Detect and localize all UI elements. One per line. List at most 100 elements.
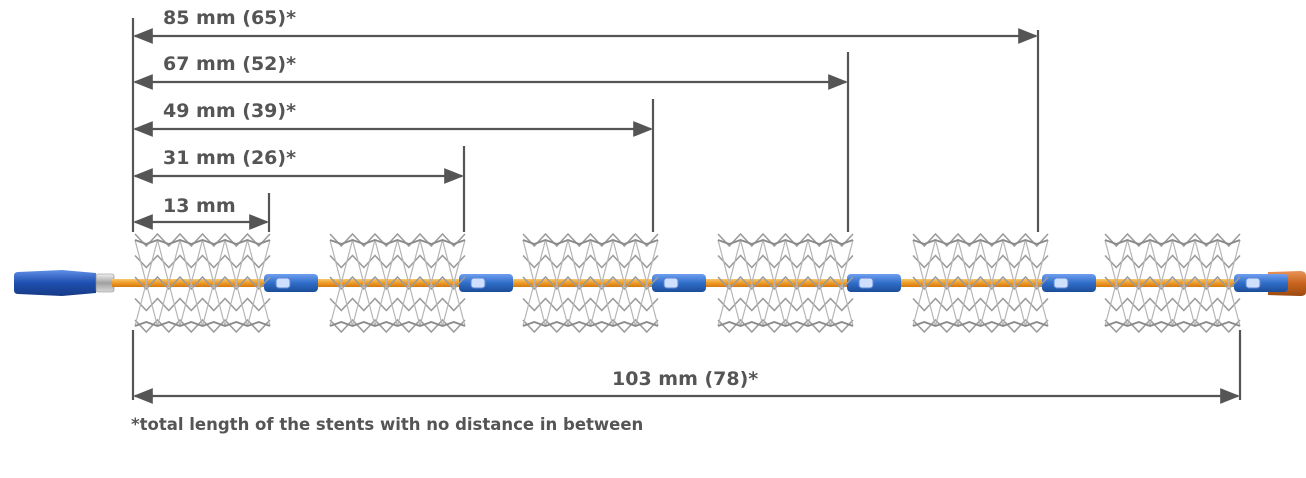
stent-strut-row bbox=[1104, 297, 1241, 312]
stent-strut-row bbox=[1104, 232, 1241, 248]
stent-strut-diagonal bbox=[374, 239, 399, 327]
stent-strut-diagonal bbox=[419, 239, 444, 327]
marker-band-highlight bbox=[470, 277, 486, 289]
stent-strut-row bbox=[329, 297, 466, 312]
stent-crown-top bbox=[134, 239, 271, 245]
stent-strut-diagonal bbox=[829, 239, 854, 327]
dimension-total-103mm: 103 mm (78)* bbox=[133, 330, 1242, 404]
dimension-label: 49 mm (39)* bbox=[163, 100, 296, 122]
total-dimension-label: 103 mm (78)* bbox=[612, 368, 758, 390]
stent-strut-diagonal bbox=[979, 239, 1004, 327]
stent-strut-row bbox=[717, 297, 854, 312]
proximal-connector bbox=[95, 273, 115, 293]
stent-crown-bottom bbox=[329, 321, 466, 327]
stent-strut-diagonal bbox=[329, 239, 354, 327]
stent-strut-row bbox=[522, 318, 659, 334]
dimension-label: 13 mm bbox=[163, 195, 236, 217]
stent-strut-diagonal bbox=[1104, 239, 1129, 327]
stent-strut-diagonal bbox=[739, 239, 764, 327]
stent-strut-row bbox=[912, 318, 1049, 334]
stent-strut-row bbox=[522, 254, 659, 269]
stent-strut-row bbox=[329, 232, 466, 248]
stent-strut-row bbox=[1104, 275, 1241, 291]
stent-strut-row bbox=[912, 275, 1049, 291]
dimension-85mm: 85 mm (65)* bbox=[133, 7, 1040, 232]
stent-strut-row bbox=[134, 232, 271, 248]
marker-band-highlight bbox=[858, 277, 874, 289]
marker-band bbox=[847, 274, 901, 292]
stent bbox=[134, 232, 271, 334]
stent bbox=[522, 232, 659, 334]
stent-strut-row bbox=[329, 254, 466, 269]
stent-strut-diagonal bbox=[1216, 239, 1241, 327]
stent-strut-diagonal bbox=[544, 239, 569, 327]
stent-strut-diagonal bbox=[1194, 239, 1219, 327]
stent-crown-top bbox=[717, 239, 854, 245]
stent-strut-diagonal bbox=[612, 239, 637, 327]
stent-strut-diagonal bbox=[1002, 239, 1027, 327]
stent-strut-row bbox=[1104, 254, 1241, 269]
stent-strut-diagonal bbox=[957, 239, 982, 327]
stent-crown-top bbox=[1104, 239, 1241, 245]
stent-strut-diagonal bbox=[201, 239, 226, 327]
stent-strut-diagonal bbox=[717, 239, 742, 327]
dimension-67mm: 67 mm (52)* bbox=[133, 52, 850, 232]
marker-band bbox=[652, 274, 706, 292]
stent-strut-diagonal bbox=[912, 239, 937, 327]
stent-crown-bottom bbox=[717, 321, 854, 327]
stent-crown-top bbox=[522, 239, 659, 245]
stent-crown-bottom bbox=[912, 321, 1049, 327]
stent-strut-diagonal bbox=[134, 239, 159, 327]
stent-strut-row bbox=[522, 275, 659, 291]
stent-strut-diagonal bbox=[224, 239, 249, 327]
marker-band-highlight bbox=[1245, 277, 1261, 289]
stent-strut-row bbox=[717, 275, 854, 291]
stent-strut-diagonal bbox=[156, 239, 181, 327]
stent-strut-row bbox=[717, 254, 854, 269]
stent-strut-diagonal bbox=[396, 239, 421, 327]
marker-band-highlight bbox=[275, 277, 291, 289]
stent-strut-row bbox=[134, 275, 271, 291]
stent bbox=[717, 232, 854, 334]
dimension-label: 67 mm (52)* bbox=[163, 53, 296, 75]
stent-crown-top bbox=[912, 239, 1049, 245]
stent-strut-diagonal bbox=[567, 239, 592, 327]
stent-strut-diagonal bbox=[589, 239, 614, 327]
stent-crown-top bbox=[329, 239, 466, 245]
dimension-13mm: 13 mm bbox=[133, 193, 271, 232]
stent-strut-row bbox=[912, 254, 1049, 269]
stent-strut-row bbox=[1104, 318, 1241, 334]
catheter bbox=[14, 270, 1306, 296]
stent-strut-row bbox=[329, 318, 466, 334]
stent bbox=[329, 232, 466, 334]
proximal-tip bbox=[14, 270, 96, 296]
stent-strut-row bbox=[134, 297, 271, 312]
dimension-label: 31 mm (26)* bbox=[163, 147, 296, 169]
stent-strut-row bbox=[912, 297, 1049, 312]
stent-strut-diagonal bbox=[934, 239, 959, 327]
dimension-49mm: 49 mm (39)* bbox=[133, 99, 655, 232]
stent-crown-bottom bbox=[1104, 321, 1241, 327]
stent-crown-bottom bbox=[134, 321, 271, 327]
dimension-31mm: 31 mm (26)* bbox=[133, 146, 466, 232]
stent-strut-diagonal bbox=[1024, 239, 1049, 327]
stent-strut-diagonal bbox=[246, 239, 271, 327]
marker-band-highlight bbox=[1053, 277, 1069, 289]
stent-strut-row bbox=[522, 232, 659, 248]
stent-strut-diagonal bbox=[522, 239, 547, 327]
footnote: *total length of the stents with no dist… bbox=[131, 415, 643, 434]
marker-band bbox=[1042, 274, 1096, 292]
stent-strut-diagonal bbox=[179, 239, 204, 327]
stent-strut-diagonal bbox=[784, 239, 809, 327]
stent-strut-row bbox=[134, 318, 271, 334]
stents bbox=[134, 232, 1241, 334]
stent-strut-diagonal bbox=[1171, 239, 1196, 327]
stent bbox=[912, 232, 1049, 334]
stent bbox=[1104, 232, 1241, 334]
marker-band-highlight bbox=[663, 277, 679, 289]
stent-strut-row bbox=[134, 254, 271, 269]
marker-band bbox=[264, 274, 318, 292]
stent-strut-row bbox=[717, 318, 854, 334]
stent-strut-row bbox=[912, 232, 1049, 248]
